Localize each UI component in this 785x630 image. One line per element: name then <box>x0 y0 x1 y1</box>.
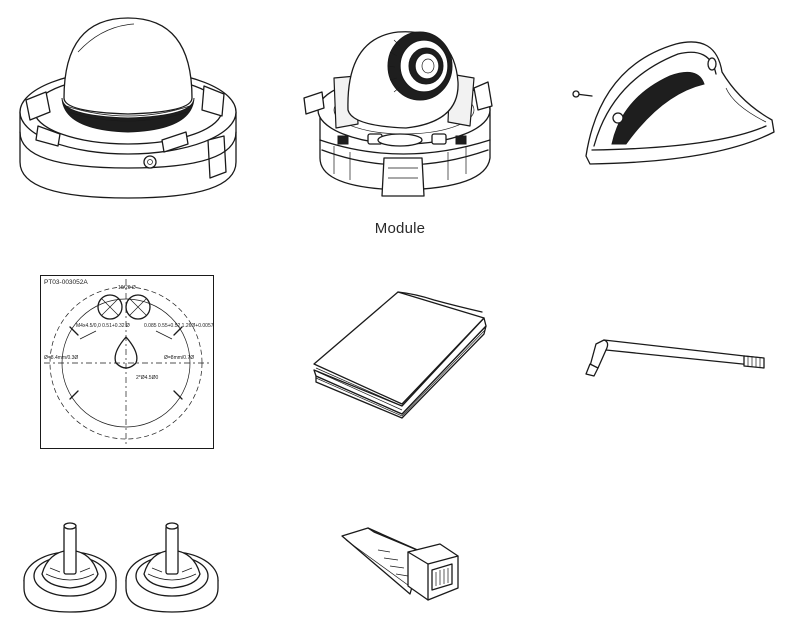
cable-grommets-icon <box>18 516 224 616</box>
template-part-number: PT03-003052A <box>44 279 88 286</box>
template-label-right-hole: 0.085 0.55+0.52 1.26Ø+0.0057 <box>144 323 214 329</box>
template-label-side-right: Ø=8mm/0.7Ø <box>164 355 194 361</box>
template-label-top: 10/20 Ø <box>118 285 136 291</box>
user-manual-icon <box>306 288 492 420</box>
torx-l-wrench-icon <box>584 330 770 382</box>
module-caption: Module <box>374 220 426 237</box>
dome-camera-cover-icon <box>12 12 244 204</box>
grommet-left <box>23 522 117 613</box>
mounting-template: PT03-003052A 10/20 Ø M4x4.5/0,0 0.51+0.3… <box>40 275 214 449</box>
camera-module-icon <box>298 18 512 202</box>
template-label-center: 2*Ø4.5Ø0 <box>136 375 158 381</box>
weather-shield-icon <box>566 36 780 186</box>
grommet-right <box>125 522 219 613</box>
template-label-left-hole: M4x4.5/0,0 0.51+0.32 Ø <box>76 323 130 329</box>
template-label-side-left: Ø=8.4mm/0.3Ø <box>44 355 78 361</box>
rj45-connector-icon <box>338 522 464 606</box>
